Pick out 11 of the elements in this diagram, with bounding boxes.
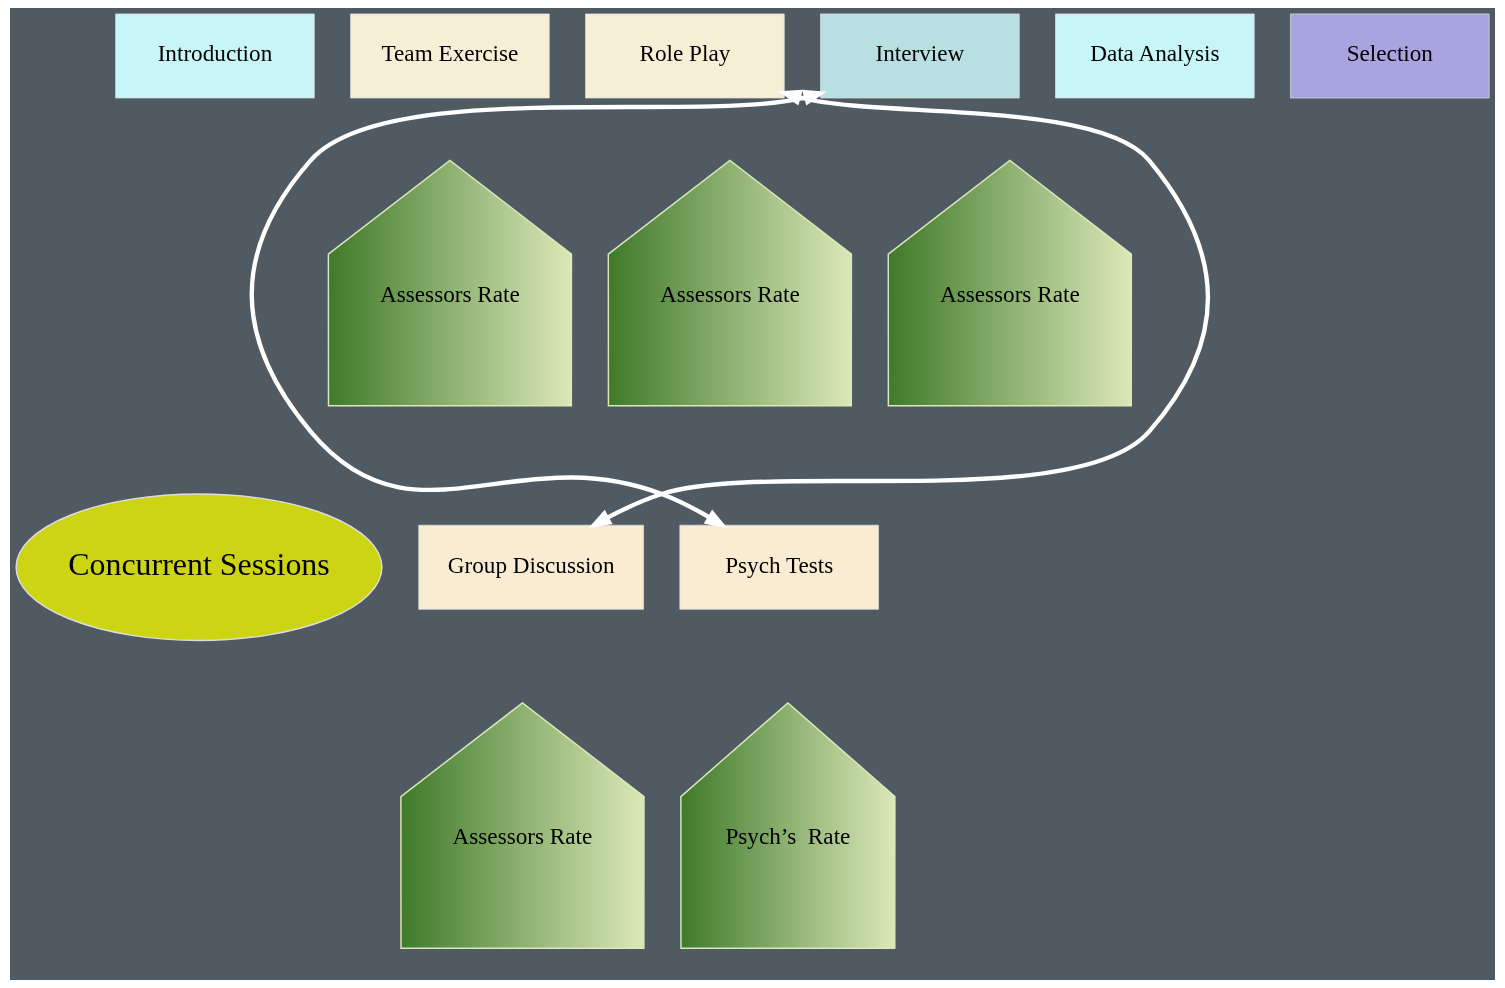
- node-box: Introduction: [115, 13, 315, 99]
- arrow: [250, 89, 827, 529]
- node-box: Role Play: [585, 13, 785, 99]
- node-box: Team Exercise: [350, 13, 550, 99]
- node-box: Data Analysis: [1055, 13, 1255, 99]
- node-box: Interview: [820, 13, 1020, 99]
- arrow: [588, 89, 1210, 529]
- node-box: Psych Tests: [679, 524, 879, 610]
- node-box: Selection: [1290, 13, 1490, 99]
- node-ellipse: Concurrent Sessions: [15, 493, 383, 642]
- node-box: Group Discussion: [418, 524, 644, 610]
